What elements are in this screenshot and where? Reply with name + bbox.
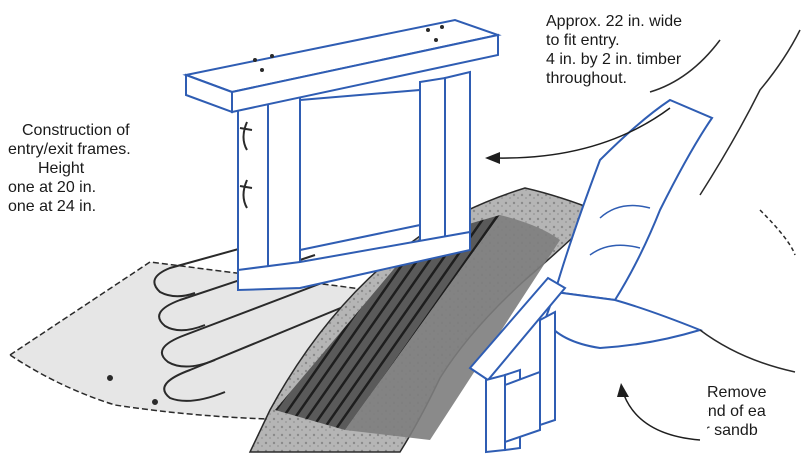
- tent-peg-loops: [107, 231, 361, 405]
- note-line: to fit entry.: [546, 32, 620, 49]
- note-line: end of ea: [707, 403, 766, 420]
- tunnel-sleeve: [543, 98, 714, 350]
- large-entry-frame: [182, 18, 502, 292]
- leader-arrows: [485, 107, 701, 441]
- note-line: Height: [38, 160, 85, 177]
- note-line: entry/exit frames.: [8, 141, 131, 158]
- note-line: throughout.: [546, 70, 627, 87]
- frame-dimensions-note: Approx. 22 in. wide to fit entry. 4 in. …: [546, 12, 682, 88]
- note-line: Approx. 22 in. wide: [546, 13, 683, 30]
- hinge-clips: [239, 121, 253, 209]
- note-line: for sandb: [707, 422, 758, 439]
- small-exit-frame: [468, 276, 567, 454]
- frame-construction-note: Construction of entry/exit frames. Heigh…: [8, 121, 223, 216]
- remove-end-note: Remove end of ea for sandb: [707, 383, 803, 440]
- note-line: one at 24 in.: [8, 198, 97, 215]
- note-line: Remove: [707, 384, 767, 401]
- note-line: 4 in. by 2 in. timber: [546, 51, 682, 68]
- note-line: Construction of: [22, 122, 130, 139]
- note-line: one at 20 in.: [8, 179, 97, 196]
- nail-marks: [253, 25, 444, 72]
- ground-edge-right: [649, 29, 801, 373]
